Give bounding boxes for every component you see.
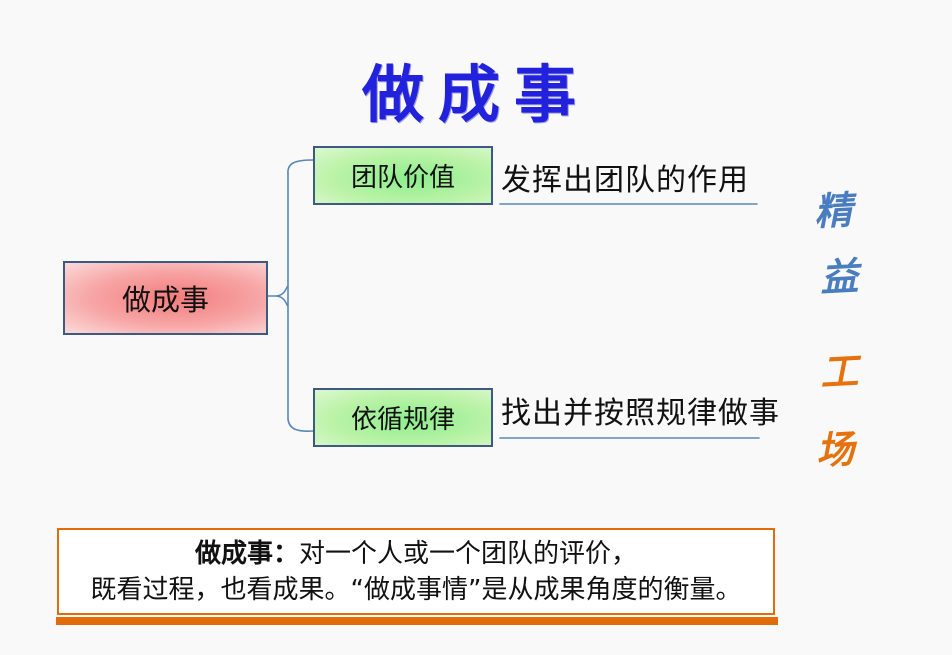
logo-char-gong: 工 xyxy=(819,349,860,395)
branch1-curve xyxy=(287,159,314,175)
branch-node-team-value: 团队价值 xyxy=(313,146,493,205)
root-node-label: 做成事 xyxy=(121,283,209,317)
branch-description-team-value: 发挥出团队的作用 xyxy=(501,163,749,198)
branch-node-label: 团队价值 xyxy=(350,163,455,193)
branch-node-label: 依循规律 xyxy=(350,405,455,435)
branch2-curve xyxy=(287,418,314,432)
bottom-accent-bar xyxy=(56,617,778,625)
summary-note: 做成事：对一个人或一个团队的评价， 既看过程，也看成果。“做成事情”是从成果角度… xyxy=(57,528,775,615)
summary-line-2: 既看过程，也看成果。“做成事情”是从成果角度的衡量。 xyxy=(90,574,742,605)
logo-char-jing: 精 xyxy=(813,188,854,234)
logo-char-chang: 场 xyxy=(815,427,856,473)
summary-line-1: 做成事：对一个人或一个团队的评价， xyxy=(59,536,773,572)
summary-definition: 对一个人或一个团队的评价， xyxy=(299,538,638,569)
brace-lower-flare xyxy=(276,295,288,306)
branch-node-follow-rules: 依循规律 xyxy=(313,388,493,447)
brace-upper-flare xyxy=(276,286,288,297)
summary-term: 做成事： xyxy=(194,538,299,569)
branch-description-follow-rules: 找出并按照规律做事 xyxy=(501,396,780,431)
root-node: 做成事 xyxy=(63,261,268,335)
logo-char-yi: 益 xyxy=(819,254,860,300)
slide-title: 做成事 xyxy=(361,58,590,131)
